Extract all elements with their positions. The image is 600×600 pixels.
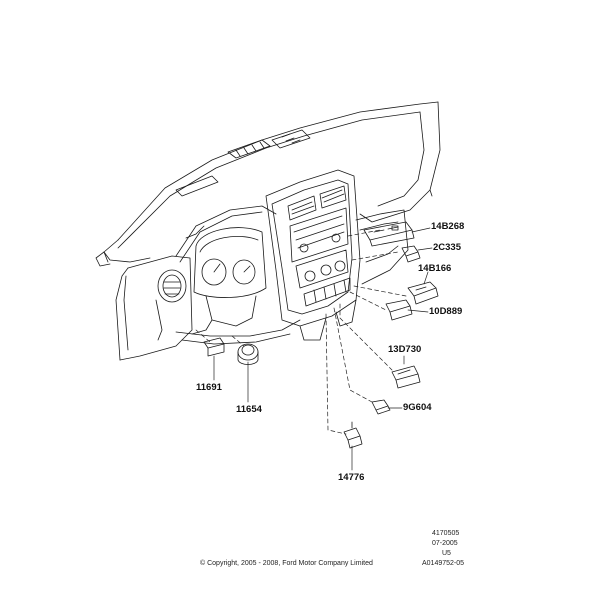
part-9G604 (371, 399, 391, 415)
part-13D730 (391, 365, 421, 389)
part-2C335 (401, 245, 421, 263)
reference-date: 07-2005 (432, 540, 458, 547)
callout-11654: 11654 (236, 404, 262, 415)
reference-code: U5 (442, 550, 451, 557)
reference-number: 4170505 (432, 530, 460, 537)
part-14B166 (407, 281, 439, 305)
callout-14B166: 14B166 (418, 263, 452, 274)
part-14776 (343, 421, 363, 449)
callout-9G604: 9G604 (403, 402, 432, 413)
part-11691 (203, 337, 225, 357)
copyright-notice: © Copyright, 2005 - 2008, Ford Motor Com… (200, 560, 373, 567)
part-11654 (237, 343, 259, 365)
callout-14B268: 14B268 (431, 221, 465, 232)
leader-lines (195, 227, 433, 471)
instrument-panel (95, 101, 441, 361)
callout-13D730: 13D730 (388, 344, 422, 355)
part-14B268 (363, 221, 415, 247)
callout-2C335: 2C335 (433, 242, 461, 253)
callout-11691: 11691 (196, 382, 222, 393)
callout-10D889: 10D889 (429, 306, 463, 317)
callout-14776: 14776 (338, 472, 365, 483)
part-10D889 (385, 299, 413, 321)
reference-doc-id: A0149752-05 (422, 560, 465, 567)
